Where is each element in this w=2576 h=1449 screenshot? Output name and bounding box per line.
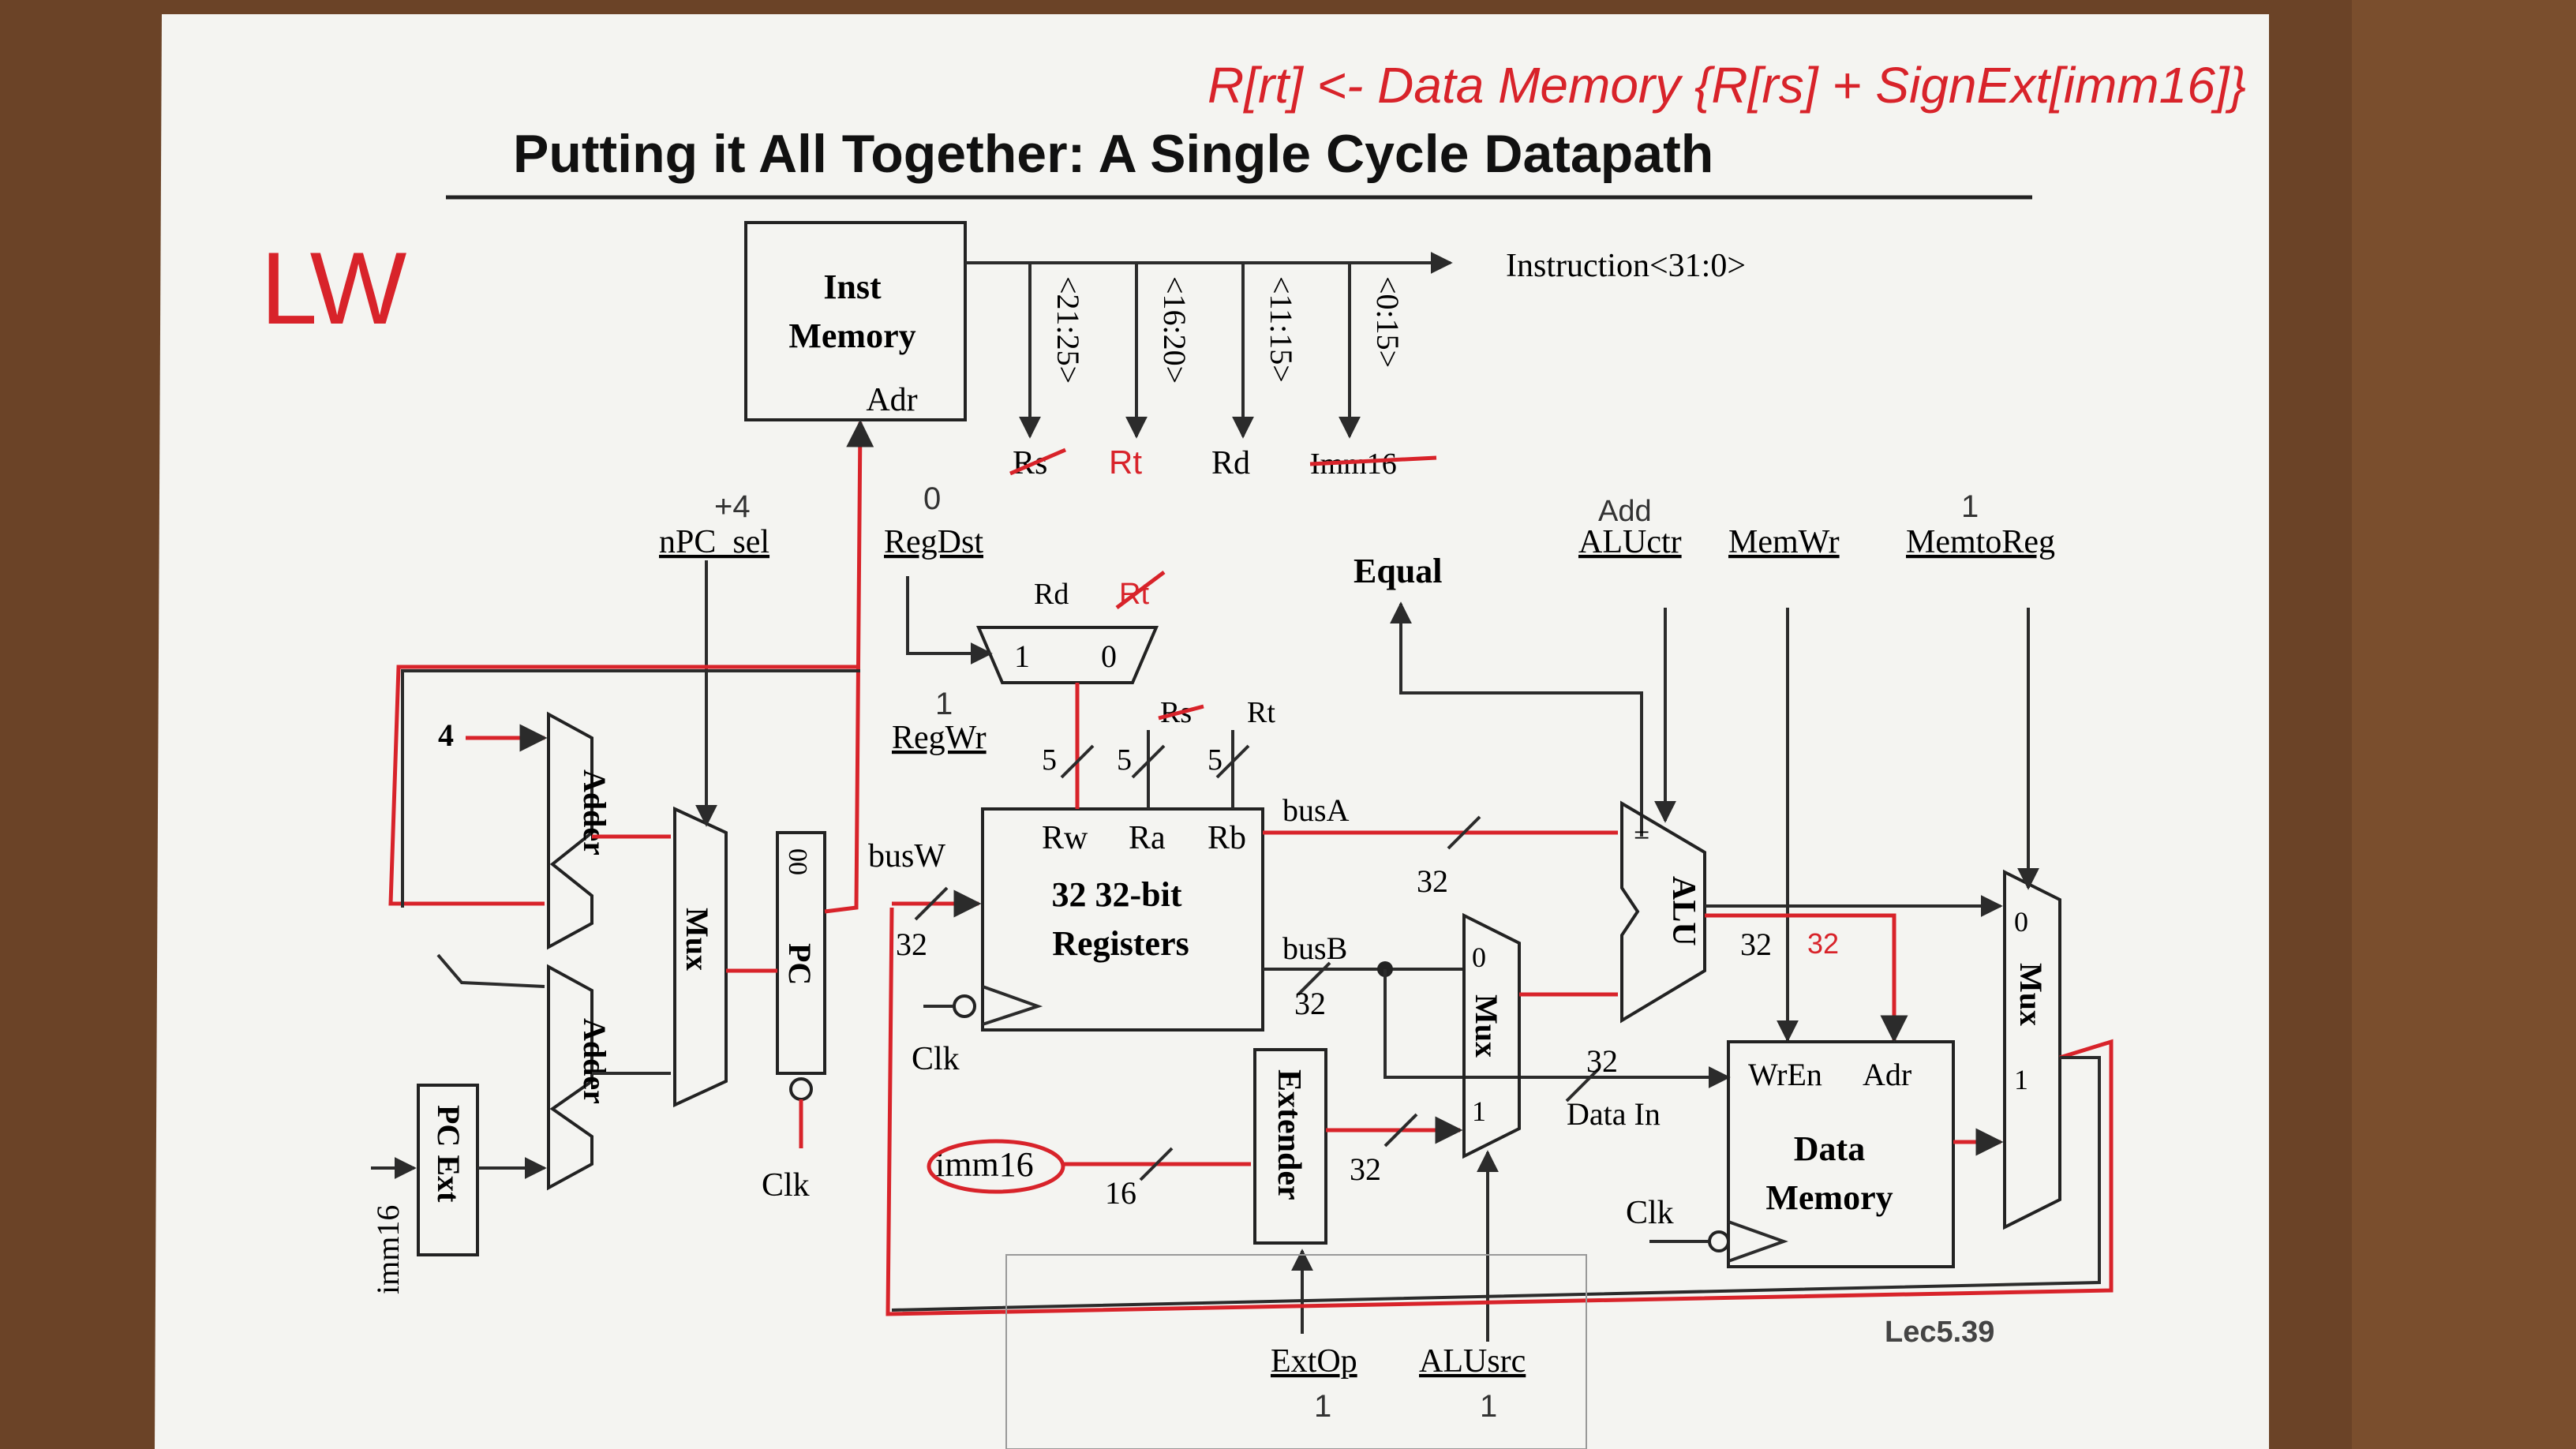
reg-ra: Ra [1129, 820, 1166, 856]
ctrl-aluctr: ALUctr [1578, 524, 1682, 560]
pc-ext-label: PC Ext [431, 1105, 466, 1203]
field-name-rt: Rt [1109, 444, 1142, 481]
ctrl-npc-sel: nPC_sel [659, 524, 769, 560]
npc-mux-label: Mux [680, 908, 715, 971]
extender-imm16: imm16 [935, 1145, 1034, 1184]
ctrl-memtoreg-value: 1 [1961, 489, 1979, 524]
reg-label-1: 32 32-bit [1052, 875, 1182, 914]
ctrl-regdst: RegDst [884, 524, 983, 560]
ctrl-extop: ExtOp [1271, 1343, 1357, 1380]
dm-wren: WrEn [1748, 1057, 1822, 1092]
alusrc-mux-1: 1 [1472, 1095, 1486, 1127]
dm-data-in: Data In [1567, 1096, 1661, 1132]
ctrl-regwr: RegWr [892, 720, 987, 756]
bus-a-width: 32 [1417, 863, 1448, 899]
extender-out-width: 32 [1350, 1151, 1381, 1187]
ra-width: 5 [1117, 743, 1132, 777]
bus-w-width: 32 [896, 927, 927, 962]
bus-b-width: 32 [1294, 986, 1326, 1021]
bus-w-label: busW [868, 838, 945, 874]
field-21-25: <21:25> [1050, 276, 1086, 384]
wood-grain [2352, 0, 2576, 1449]
ctrl-alusrc: ALUsrc [1419, 1343, 1526, 1380]
adder-2-label: Adder [577, 1018, 612, 1104]
dm-label-2: Memory [1765, 1178, 1893, 1217]
pc-label: PC [782, 943, 818, 985]
adder-4-input: 4 [438, 717, 454, 753]
reg-label-2: Registers [1052, 924, 1189, 963]
ctrl-aluctr-value: Add [1598, 495, 1652, 528]
data-in-width: 32 [1586, 1043, 1618, 1079]
inst-memory-label-1: Inst [823, 268, 882, 306]
reg-clk-label: Clk [912, 1041, 960, 1077]
adder-1-label: Adder [577, 769, 612, 856]
ctrl-memwr: MemWr [1728, 524, 1840, 560]
ctrl-alusrc-value: 1 [1480, 1389, 1497, 1424]
field-name-rd: Rd [1211, 445, 1250, 481]
ctrl-equal: Equal [1354, 552, 1443, 590]
alu-eq: = [1634, 819, 1649, 851]
regdst-mux-0: 0 [1101, 638, 1117, 674]
dm-clk-label: Clk [1626, 1195, 1674, 1231]
pc-bits: 00 [783, 848, 812, 875]
ctrl-regwr-value: 1 [935, 687, 953, 721]
ctrl-npc-sel-value: +4 [714, 489, 751, 524]
dm-adr: Adr [1863, 1057, 1911, 1092]
lw-annotation: LW [260, 230, 407, 346]
extender-label: Extender [1271, 1069, 1307, 1200]
field-16-20: <16:20> [1157, 276, 1193, 384]
instruction-bus-label: Instruction<31:0> [1506, 248, 1746, 284]
alusrc-mux-0: 0 [1472, 942, 1486, 973]
pc-clk-label: Clk [762, 1167, 810, 1204]
dm-label-1: Data [1794, 1129, 1865, 1168]
reg-input-rt: Rt [1247, 696, 1275, 729]
rb-width: 5 [1208, 743, 1222, 777]
bus-b-label: busB [1282, 930, 1347, 966]
rw-width: 5 [1042, 743, 1057, 777]
ctrl-extop-value: 1 [1314, 1389, 1331, 1424]
pc-ext-imm16: imm16 [370, 1205, 406, 1294]
field-0-15: <0:15> [1370, 276, 1406, 368]
memtoreg-mux-1: 1 [2014, 1064, 2028, 1095]
field-11-15: <11:15> [1264, 276, 1299, 383]
alu-label: ALU [1665, 876, 1702, 946]
alu-result-width: 32 [1740, 927, 1772, 962]
ctrl-regdst-value: 0 [923, 481, 941, 516]
imm16-width: 16 [1105, 1175, 1136, 1211]
reg-rw: Rw [1042, 820, 1088, 856]
alusrc-mux-label: Mux [1469, 994, 1504, 1058]
lw-annotation-formula: R[rt] <- Data Memory {R[rs] + SignExt[im… [1208, 57, 2246, 114]
memtoreg-mux-label: Mux [2013, 963, 2049, 1026]
bus-a-label: busA [1282, 792, 1350, 828]
regdst-mux-rd: Rd [1034, 578, 1069, 611]
memtoreg-mux-0: 0 [2014, 906, 2028, 938]
regdst-mux-1: 1 [1014, 638, 1030, 674]
reg-rb: Rb [1208, 820, 1246, 856]
slide-footer: Lec5.39 [1885, 1316, 1994, 1349]
page-title: Putting it All Together: A Single Cycle … [513, 124, 1713, 184]
alu-result-hand-width: 32 [1807, 927, 1839, 960]
ctrl-memtoreg: MemtoReg [1906, 524, 2055, 560]
inst-memory-adr: Adr [866, 382, 917, 418]
inst-memory-label-2: Memory [788, 316, 915, 355]
